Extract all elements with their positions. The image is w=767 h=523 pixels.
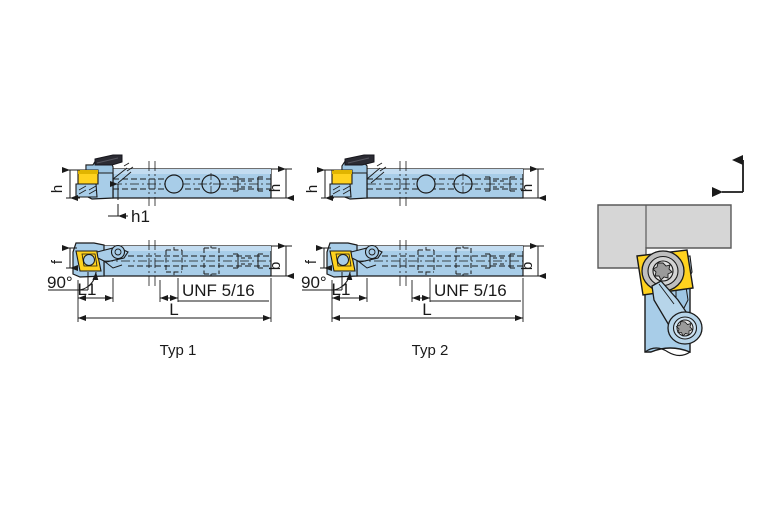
typ1-label-h-right: h — [267, 184, 284, 192]
typ2-caption: Typ 2 — [412, 342, 449, 359]
typ2-coolant-outlet — [366, 162, 387, 184]
typ1-dim-h-left: h — [49, 167, 80, 201]
typ2-dim-L: L — [331, 278, 524, 322]
typ1-label-h-left: h — [49, 185, 66, 193]
typ1-coolant-outlet — [112, 162, 134, 184]
typ1-dim-b: b — [267, 243, 294, 279]
typ1-hole-2-crosshair — [200, 173, 222, 195]
typ2-label-L1: L1 — [332, 280, 351, 299]
typ2-side-view: h h — [304, 154, 546, 206]
typ1-label-L: L — [169, 300, 178, 319]
typ1-dim-f: f — [49, 245, 78, 271]
typ1-top-thread-marks — [233, 253, 263, 269]
typ1-side-view: h h h1 — [49, 154, 294, 226]
typ2-top-shank-highlight — [357, 246, 523, 251]
typ2-label-90deg: 90° — [301, 273, 327, 292]
workpiece-block — [597, 204, 732, 269]
typ1-clamp-tail — [103, 260, 123, 269]
typ1-top-view: f b 90° — [47, 240, 294, 359]
typ2-label-f: f — [303, 259, 320, 264]
typ1-dim-h-right: h — [267, 166, 294, 201]
typ1-top-insert-bore — [83, 254, 95, 266]
typ2-group: h h — [301, 154, 546, 359]
typ1-label-90deg: 90° — [47, 273, 73, 292]
typ2-top-view: f b 90° L1 — [301, 240, 546, 359]
typ1-label-thread: UNF 5/16 — [182, 281, 255, 300]
tool-holder-3d — [636, 249, 703, 357]
typ2-top-insert-bore — [337, 254, 349, 266]
typ1-break-line-lower — [148, 240, 156, 286]
typ1-head-hatch — [78, 185, 97, 195]
illustration-group — [597, 155, 744, 357]
typ2-dim-thread: UNF 5/16 — [411, 278, 521, 302]
typ2-clamp-edge — [347, 157, 370, 164]
typ2-head-shoulder — [329, 183, 352, 198]
typ1-dim-L: L — [77, 278, 272, 322]
typ1-dim-h1: h1 — [108, 181, 150, 226]
typ2-break-line-lower — [399, 240, 407, 286]
typ2-coolant-hole-1 — [416, 174, 436, 194]
typ2-insert-top-face — [332, 170, 352, 174]
typ1-dim-L1: L1 — [78, 278, 114, 302]
typ2-angle-90: 90° — [301, 271, 353, 292]
typ1-insert-top-face — [78, 170, 98, 174]
typ2-clamp-tail — [357, 260, 377, 269]
typ1-thread-marks — [233, 176, 263, 192]
typ2-dim-h-left: h — [304, 167, 334, 201]
typ2-break-line-upper — [399, 161, 407, 206]
typ1-top-shank-highlight — [104, 246, 271, 251]
typ1-coolant-hole-1 — [164, 174, 184, 194]
typ1-shank-highlight — [113, 169, 271, 174]
typ2-top-insert-inner — [335, 253, 352, 267]
typ2-head-hatch — [332, 185, 351, 195]
typ1-top-coolant-channels — [128, 255, 271, 267]
typ2-dim-h-right: h — [519, 166, 546, 201]
typ2-top-hole-outlines — [417, 247, 472, 275]
typ2-label-h-left: h — [304, 185, 321, 193]
typ1-top-insert-inner — [81, 253, 98, 267]
typ1-label-b: b — [267, 262, 284, 270]
typ2-dim-f: f — [303, 245, 332, 271]
typ1-label-L1: L1 — [78, 280, 97, 299]
typ1-coolant-channels — [113, 178, 271, 190]
typ2-label-L: L — [422, 300, 431, 319]
typ1-lever-pivot-inner — [114, 248, 122, 256]
typ1-caption: Typ 1 — [160, 342, 197, 359]
typ2-dim-b: b — [519, 243, 546, 279]
typ2-dim-L1: L1 — [332, 278, 368, 302]
typ2-hole-2-crosshair — [452, 173, 474, 195]
typ2-shank-highlight — [367, 169, 523, 174]
typ1-label-h1: h1 — [131, 207, 150, 226]
direction-arrows — [712, 155, 744, 197]
typ1-angle-90: 90° — [47, 271, 99, 292]
lever-clamp-crease — [658, 283, 675, 305]
typ2-lever-pivot-inner — [368, 248, 376, 256]
typ1-clamp-edge — [96, 157, 119, 164]
holder-break-line — [644, 347, 691, 357]
typ2-thread-marks — [485, 176, 515, 192]
typ2-top-coolant-channels — [382, 255, 523, 267]
typ1-label-f: f — [49, 259, 66, 264]
typ1-group: h h h1 — [47, 154, 294, 359]
typ1-top-hole-outlines — [165, 247, 220, 275]
typ2-top-thread-marks — [485, 253, 515, 269]
typ1-head-shoulder — [75, 183, 98, 198]
typ2-label-thread: UNF 5/16 — [434, 281, 507, 300]
typ2-label-b: b — [519, 262, 536, 270]
typ1-dim-thread: UNF 5/16 — [159, 278, 269, 302]
torx-screw-icon — [652, 260, 674, 282]
typ2-coolant-channels — [367, 178, 523, 190]
typ2-label-h-right: h — [519, 184, 536, 192]
typ1-break-line-upper — [148, 161, 156, 206]
clamp-torx-screw-icon — [675, 319, 694, 337]
